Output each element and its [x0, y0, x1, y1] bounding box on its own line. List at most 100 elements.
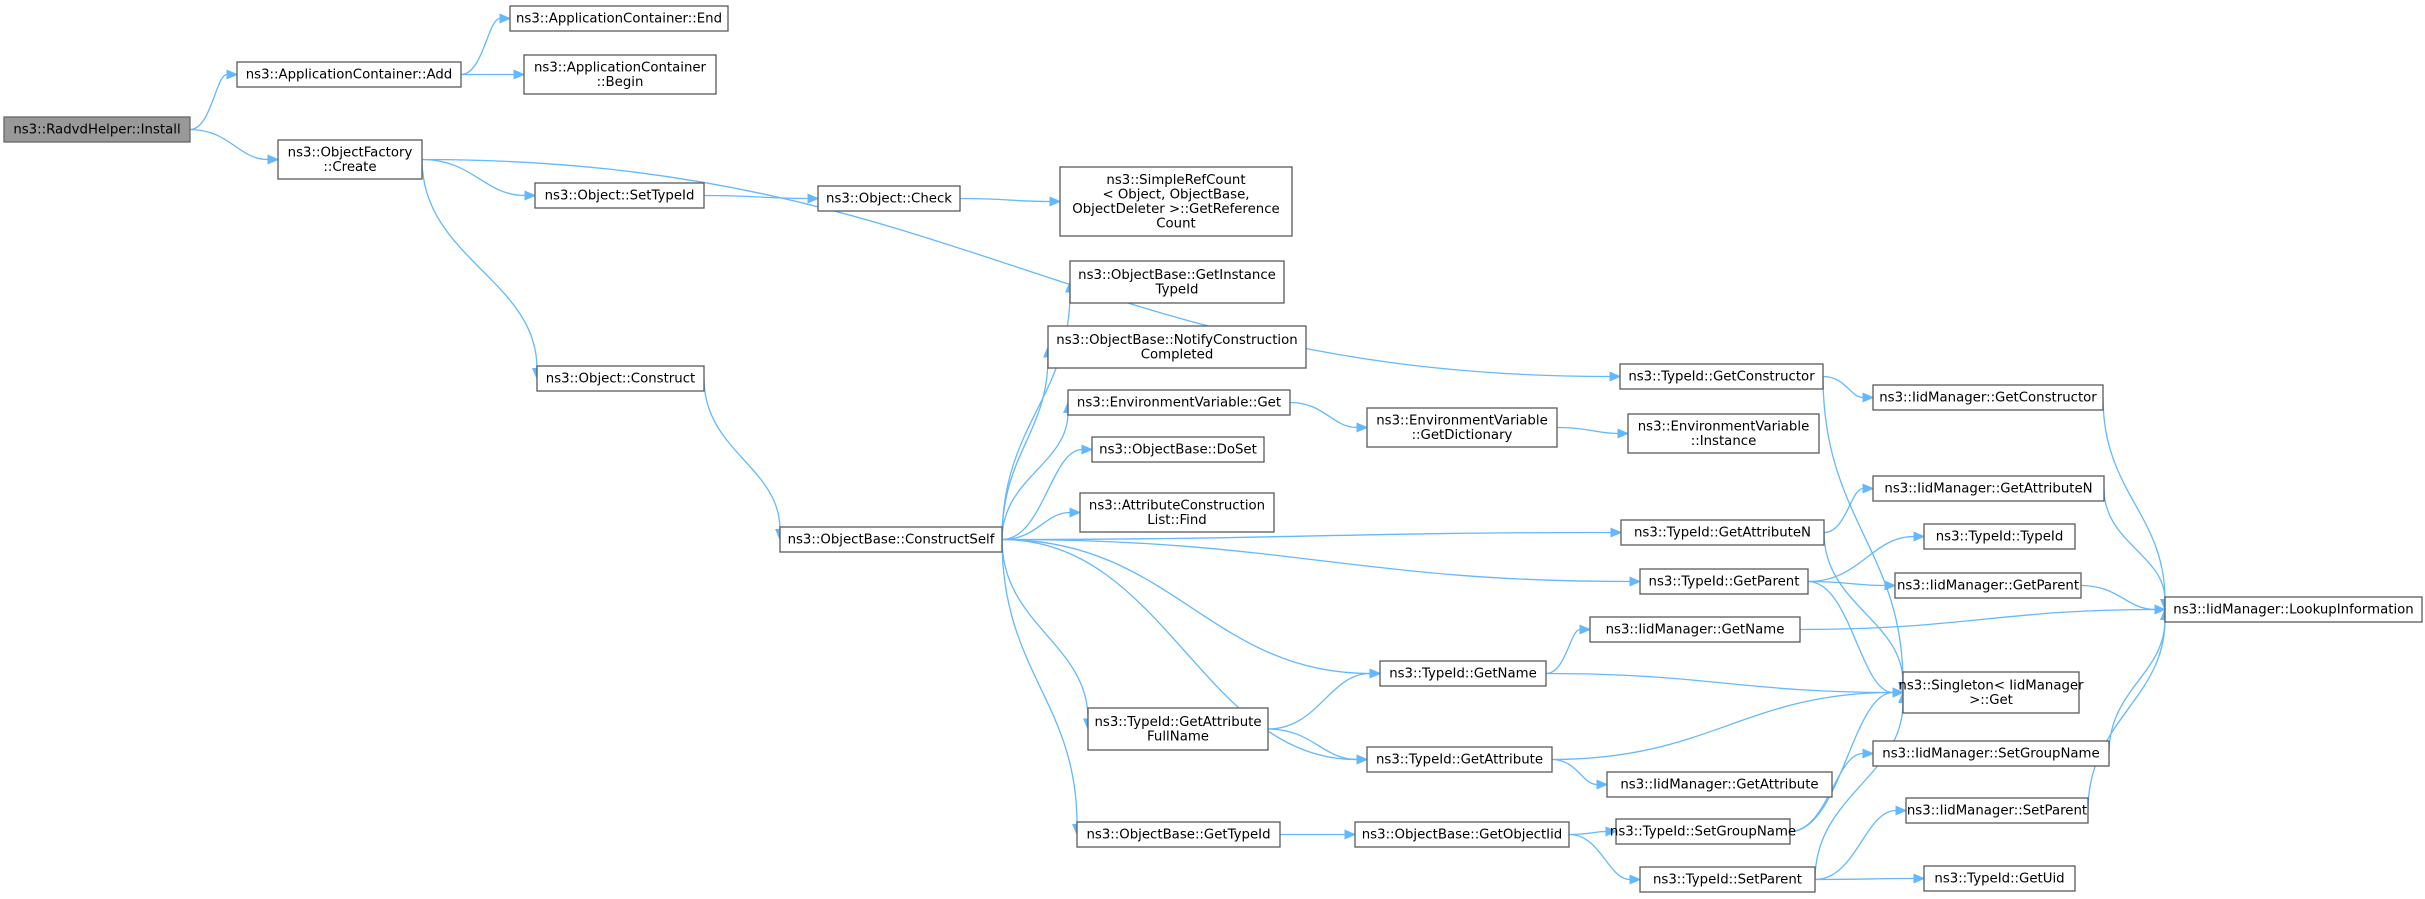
graph-node-check[interactable]: ns3::Object::Check — [817, 185, 961, 212]
graph-node-imgetconstructor[interactable]: ns3::IidManager::GetConstructor — [1872, 384, 2104, 411]
arrowhead-icon — [513, 69, 526, 80]
node-label: ns3::RadvdHelper::Install — [13, 123, 180, 138]
graph-node-construct[interactable]: ns3::Object::Construct — [536, 365, 705, 392]
node-box — [1639, 866, 1816, 893]
node-label: ::Create — [323, 160, 376, 175]
arrowhead-icon — [2154, 604, 2167, 615]
graph-node-notifyconstruction[interactable]: ns3::ObjectBase::NotifyConstructionCompl… — [1047, 325, 1307, 369]
node-label: ns3::ObjectBase::GetInstance — [1078, 268, 1276, 283]
arrowhead-icon — [1081, 444, 1094, 455]
node-box — [1619, 363, 1824, 390]
arrowhead-icon — [226, 69, 239, 80]
node-box — [1872, 475, 2105, 502]
edge-install-to-appadd — [189, 73, 228, 131]
graph-node-getrefcount[interactable]: ns3::SimpleRefCount< Object, ObjectBase,… — [1059, 166, 1293, 237]
node-box — [1923, 523, 2076, 550]
graph-node-appbegin[interactable]: ns3::ApplicationContainer::Begin — [523, 54, 717, 95]
edge-settypeid-to-check — [703, 194, 809, 200]
arrowhead-icon — [807, 193, 820, 204]
edge-constructself-to-tidgetattribute — [1001, 538, 1358, 761]
node-label: ns3::Singleton< IidManager — [1898, 678, 2084, 693]
graph-node-tidtypeid[interactable]: ns3::TypeId::TypeId — [1923, 523, 2076, 550]
node-label: ns3::TypeId::GetUid — [1934, 872, 2064, 887]
edge-imgetparent-to-lookup — [2080, 584, 2156, 611]
node-box — [534, 182, 705, 209]
node-box — [1923, 865, 2076, 892]
edge-envget-to-envgetdict — [1289, 401, 1358, 429]
graph-node-tidgetparent[interactable]: ns3::TypeId::GetParent — [1639, 568, 1809, 595]
graph-node-appadd[interactable]: ns3::ApplicationContainer::Add — [236, 61, 462, 88]
edge-ofcreate-to-settypeid — [421, 158, 526, 197]
arrowhead-icon — [499, 13, 512, 24]
graph-node-envget[interactable]: ns3::EnvironmentVariable::Get — [1067, 389, 1291, 416]
node-label: ns3::EnvironmentVariable — [1376, 413, 1548, 428]
node-label: ns3::IidManager::LookupInformation — [2173, 603, 2413, 618]
graph-node-imgetattribute[interactable]: ns3::IidManager::GetAttribute — [1606, 771, 1833, 798]
node-label: ns3::ObjectBase::ConstructSelf — [788, 533, 995, 548]
arrowhead-icon — [1884, 580, 1897, 591]
graph-node-envgetdict[interactable]: ns3::EnvironmentVariable::GetDictionary — [1366, 407, 1558, 448]
arrowhead-icon — [1610, 527, 1623, 538]
arrowhead-icon — [1913, 873, 1926, 884]
arrowhead-icon — [524, 190, 537, 201]
graph-node-settypeid[interactable]: ns3::Object::SetTypeId — [534, 182, 705, 209]
graph-node-imgetattributen[interactable]: ns3::IidManager::GetAttributeN — [1872, 475, 2105, 502]
edge-constructself-to-obgettypeid — [1001, 539, 1078, 825]
node-label: ns3::TypeId::GetName — [1389, 667, 1537, 682]
edge-constructself-to-tidgetattrfullname — [1001, 539, 1089, 720]
edge-tidsetparent-to-singleton — [1814, 702, 1904, 880]
graph-node-tidgetconstructor[interactable]: ns3::TypeId::GetConstructor — [1619, 363, 1824, 390]
node-label: List::Find — [1147, 513, 1206, 528]
graph-node-imsetparent[interactable]: ns3::IidManager::SetParent — [1905, 797, 2089, 824]
edge-appadd-to-append — [460, 17, 501, 76]
node-label: ns3::IidManager::GetConstructor — [1879, 391, 2097, 406]
edge-check-to-getrefcount — [959, 197, 1051, 203]
graph-node-tidgetattribute[interactable]: ns3::TypeId::GetAttribute — [1366, 746, 1553, 773]
graph-node-imgetparent[interactable]: ns3::IidManager::GetParent — [1894, 572, 2082, 599]
edge-constructself-to-doset — [1001, 448, 1083, 541]
graph-node-tidsetparent[interactable]: ns3::TypeId::SetParent — [1639, 866, 1816, 893]
graph-node-getobjectiid[interactable]: ns3::ObjectBase::GetObjectIid — [1354, 821, 1570, 848]
edge-tidgetparent-to-tidtypeid — [1807, 535, 1915, 583]
node-label: ns3::ObjectBase::DoSet — [1099, 443, 1257, 458]
graph-node-lookup[interactable]: ns3::IidManager::LookupInformation — [2164, 596, 2423, 623]
graph-node-tidgetname[interactable]: ns3::TypeId::GetName — [1379, 660, 1547, 687]
edge-constructself-to-notifyconstruction — [1001, 356, 1049, 540]
node-box — [536, 365, 705, 392]
node-label: ns3::TypeId::GetConstructor — [1628, 370, 1815, 385]
call-edges — [189, 13, 2170, 885]
edge-tidgetconstructor-to-imgetconstructor — [1822, 375, 1864, 399]
graph-node-imgetname[interactable]: ns3::IidManager::GetName — [1589, 616, 1801, 643]
graph-node-imsetgroupname[interactable]: ns3::IidManager::SetGroupName — [1872, 740, 2110, 767]
graph-node-tidgetuid[interactable]: ns3::TypeId::GetUid — [1923, 865, 2076, 892]
graph-node-append[interactable]: ns3::ApplicationContainer::End — [509, 5, 729, 32]
node-label: ns3::AttributeConstruction — [1089, 498, 1265, 513]
edge-tidgetparent-to-singleton — [1807, 580, 1894, 694]
arrowhead-icon — [1892, 687, 1905, 698]
graph-node-doset[interactable]: ns3::ObjectBase::DoSet — [1091, 436, 1265, 463]
graph-node-envinstance[interactable]: ns3::EnvironmentVariable::Instance — [1627, 413, 1820, 454]
arrowhead-icon — [1579, 624, 1592, 635]
graph-node-singleton[interactable]: ns3::Singleton< IidManager>::Get — [1898, 671, 2084, 714]
graph-node-install[interactable]: ns3::RadvdHelper::Install — [3, 116, 191, 143]
node-box — [1589, 616, 1801, 643]
arrowhead-icon — [1049, 196, 1062, 207]
node-label: ns3::TypeId::TypeId — [1936, 530, 2064, 545]
node-label: ns3::Object::Construct — [546, 372, 695, 387]
node-box — [1047, 325, 1307, 369]
node-box — [1087, 707, 1269, 751]
graph-node-constructself[interactable]: ns3::ObjectBase::ConstructSelf — [779, 526, 1003, 553]
graph-node-tidgetattributen[interactable]: ns3::TypeId::GetAttributeN — [1620, 519, 1825, 546]
node-box — [1379, 660, 1547, 687]
node-label: ns3::IidManager::GetParent — [1897, 579, 2079, 594]
node-box — [1905, 797, 2089, 824]
node-box — [1076, 821, 1281, 848]
node-box — [1872, 384, 2104, 411]
graph-node-obgettypeid[interactable]: ns3::ObjectBase::GetTypeId — [1076, 821, 1281, 848]
node-box — [2164, 596, 2423, 623]
graph-node-ofcreate[interactable]: ns3::ObjectFactory::Create — [277, 139, 423, 180]
graph-node-tidsetgroupname[interactable]: ns3::TypeId::SetGroupName — [1610, 818, 1796, 845]
